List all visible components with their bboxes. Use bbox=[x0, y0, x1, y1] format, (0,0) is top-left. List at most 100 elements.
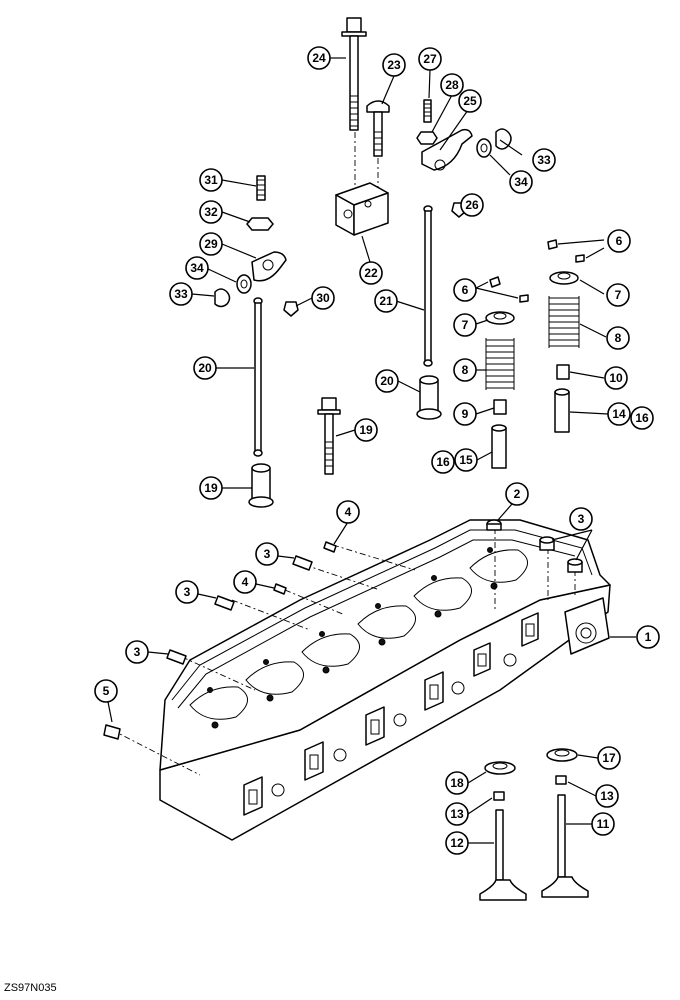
callout-8-middle: 8 bbox=[453, 358, 477, 382]
svg-text:3: 3 bbox=[264, 547, 271, 561]
leader-lines bbox=[107, 57, 636, 844]
figure-code: ZS97N035 bbox=[4, 982, 57, 994]
loose-parts bbox=[103, 17, 589, 901]
tappet-20 bbox=[416, 375, 442, 420]
svg-text:3: 3 bbox=[578, 512, 585, 526]
callout-6-middle: 6 bbox=[453, 278, 477, 302]
valve-12 bbox=[479, 809, 527, 901]
callout-4-middle: 4 bbox=[233, 570, 257, 594]
svg-text:28: 28 bbox=[445, 78, 459, 92]
push-rod-21 bbox=[423, 205, 433, 367]
svg-text:20: 20 bbox=[198, 361, 212, 375]
callout-16-middle: 16 bbox=[431, 450, 455, 474]
svg-text:12: 12 bbox=[450, 836, 464, 850]
svg-text:16: 16 bbox=[436, 455, 450, 469]
callouts: 24 23 27 28 25 33 34 26 31 32 29 22 6 34… bbox=[94, 46, 660, 855]
callout-16-right: 16 bbox=[630, 406, 654, 430]
callout-33: 33 bbox=[532, 148, 556, 172]
callout-13-right: 13 bbox=[595, 784, 619, 808]
svg-text:17: 17 bbox=[602, 751, 616, 765]
callout-15: 15 bbox=[454, 448, 478, 472]
svg-text:1: 1 bbox=[645, 630, 652, 644]
svg-text:15: 15 bbox=[459, 453, 473, 467]
svg-text:5: 5 bbox=[103, 684, 110, 698]
svg-text:19: 19 bbox=[359, 423, 373, 437]
svg-text:24: 24 bbox=[312, 51, 326, 65]
callout-7-middle: 7 bbox=[453, 313, 477, 337]
callout-9: 9 bbox=[453, 402, 477, 426]
svg-text:33: 33 bbox=[537, 153, 551, 167]
svg-text:30: 30 bbox=[316, 291, 330, 305]
svg-text:25: 25 bbox=[463, 94, 477, 108]
callout-3-middle: 3 bbox=[175, 580, 199, 604]
svg-text:14: 14 bbox=[612, 407, 626, 421]
assembly-lines bbox=[111, 132, 576, 776]
callout-29: 29 bbox=[199, 232, 223, 256]
svg-text:4: 4 bbox=[242, 575, 249, 589]
callout-34-left: 34 bbox=[185, 256, 209, 280]
svg-text:23: 23 bbox=[387, 58, 401, 72]
svg-text:26: 26 bbox=[465, 198, 479, 212]
bolt-19 bbox=[317, 397, 341, 475]
svg-text:34: 34 bbox=[514, 175, 528, 189]
svg-text:7: 7 bbox=[615, 288, 622, 302]
svg-text:13: 13 bbox=[450, 807, 464, 821]
svg-text:20: 20 bbox=[380, 374, 394, 388]
callout-6-right: 6 bbox=[607, 229, 631, 253]
callout-24: 24 bbox=[307, 46, 331, 70]
svg-text:8: 8 bbox=[615, 331, 622, 345]
callout-3-left: 3 bbox=[125, 640, 149, 664]
svg-text:16: 16 bbox=[635, 411, 649, 425]
svg-text:27: 27 bbox=[423, 52, 437, 66]
svg-text:18: 18 bbox=[450, 776, 464, 790]
callout-13-left: 13 bbox=[445, 802, 469, 826]
svg-text:4: 4 bbox=[345, 505, 352, 519]
svg-text:33: 33 bbox=[174, 287, 188, 301]
valve-11 bbox=[541, 794, 589, 898]
cylinder-head bbox=[159, 519, 611, 841]
spring-8-right bbox=[548, 296, 580, 348]
callout-19-left: 19 bbox=[199, 476, 223, 500]
svg-text:31: 31 bbox=[204, 173, 218, 187]
svg-text:34: 34 bbox=[190, 261, 204, 275]
callout-3-top: 3 bbox=[255, 542, 279, 566]
callout-14: 14 bbox=[607, 402, 631, 426]
svg-text:11: 11 bbox=[597, 817, 610, 831]
callout-3-right: 3 bbox=[569, 507, 593, 531]
callout-33-left: 33 bbox=[169, 282, 193, 306]
callout-4-top: 4 bbox=[336, 500, 360, 524]
callout-23: 23 bbox=[382, 53, 406, 77]
push-rod-20 bbox=[253, 297, 263, 457]
svg-text:21: 21 bbox=[379, 294, 393, 308]
callout-21: 21 bbox=[374, 289, 398, 313]
svg-text:10: 10 bbox=[609, 371, 623, 385]
callout-17: 17 bbox=[597, 746, 621, 770]
callout-19-middle: 19 bbox=[354, 418, 378, 442]
svg-text:9: 9 bbox=[462, 407, 469, 421]
svg-text:8: 8 bbox=[462, 363, 469, 377]
callout-10: 10 bbox=[604, 366, 628, 390]
callout-20-middle: 20 bbox=[375, 369, 399, 393]
svg-text:6: 6 bbox=[462, 283, 469, 297]
callout-27: 27 bbox=[418, 47, 442, 71]
callout-22: 22 bbox=[359, 261, 383, 285]
bolt-24 bbox=[341, 17, 367, 131]
svg-text:13: 13 bbox=[600, 789, 614, 803]
callout-5: 5 bbox=[94, 679, 118, 703]
callout-28: 28 bbox=[440, 73, 464, 97]
callout-1: 1 bbox=[636, 625, 660, 649]
callout-2: 2 bbox=[505, 482, 529, 506]
rocker-support-22 bbox=[335, 182, 389, 236]
callout-20-left: 20 bbox=[193, 356, 217, 380]
callout-11: 11 bbox=[591, 812, 615, 836]
callout-8-right: 8 bbox=[606, 326, 630, 350]
callout-34: 34 bbox=[509, 170, 533, 194]
callout-18: 18 bbox=[445, 771, 469, 795]
tappet-19 bbox=[248, 463, 274, 508]
stud-31 bbox=[256, 175, 266, 201]
callout-26: 26 bbox=[460, 193, 484, 217]
svg-text:32: 32 bbox=[204, 205, 218, 219]
svg-text:2: 2 bbox=[514, 487, 521, 501]
callout-12: 12 bbox=[445, 831, 469, 855]
callout-30: 30 bbox=[311, 286, 335, 310]
